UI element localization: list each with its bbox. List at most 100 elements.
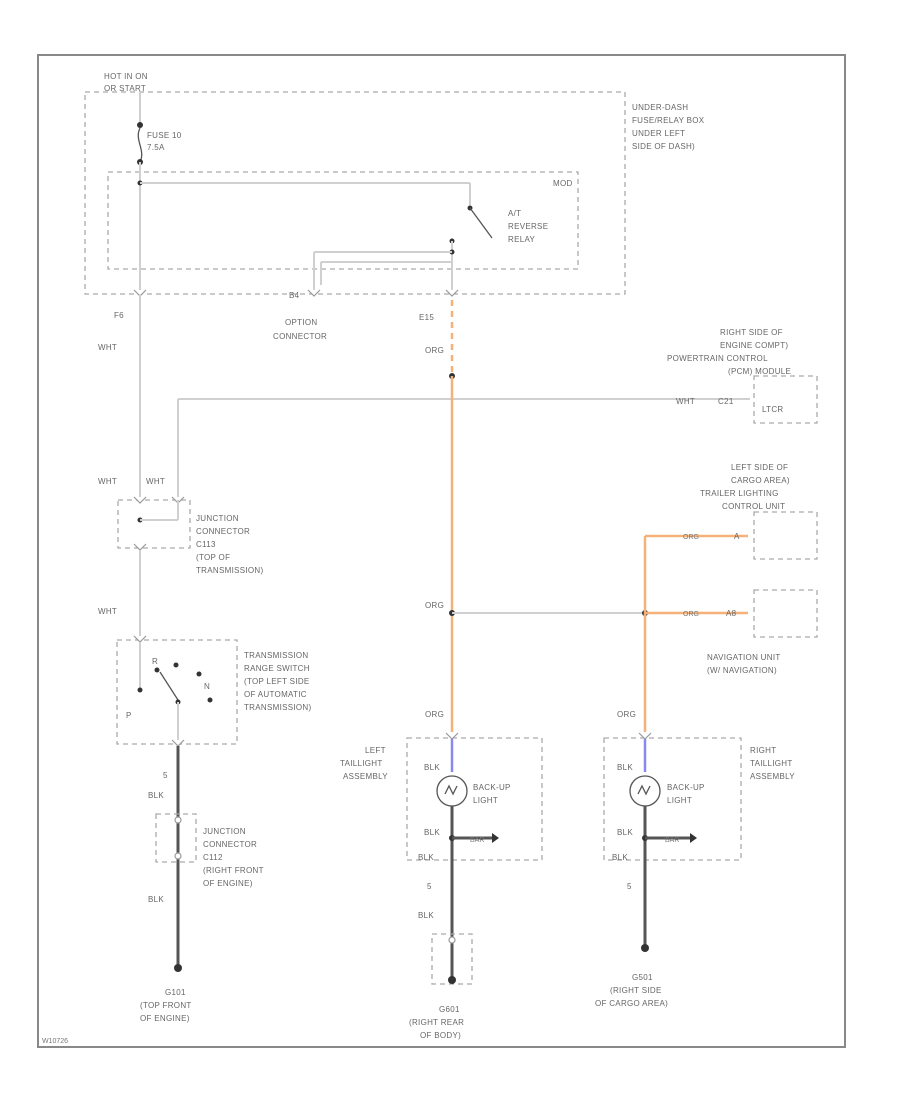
junction2-line4: (RIGHT FRONT [203, 866, 264, 875]
trans-switch-line2: RANGE SWITCH [244, 664, 310, 673]
left-taillight-line1: LEFT [365, 746, 386, 755]
relay-label-line1: A/T [508, 209, 521, 218]
ground-g601-node [448, 976, 456, 984]
right-bar-tag: BAR [665, 837, 679, 844]
junction1-line4: (TOP OF [196, 553, 230, 562]
option-connector-line1: OPTION [285, 318, 317, 327]
relay-switch-arm [469, 207, 493, 239]
nav-label-line2: (W/ NAVIGATION) [707, 666, 777, 675]
trans-contact-p [137, 687, 143, 693]
fuse-box-title-line4: SIDE OF DASH) [632, 142, 695, 151]
fuse-pin-top [137, 122, 143, 128]
left-bulb-line2: LIGHT [473, 796, 498, 805]
org-label-3: ORG [425, 710, 444, 719]
ground-g601-id: G601 [439, 1005, 460, 1014]
num-5-label-a: 5 [163, 771, 168, 780]
left-taillight-line3: ASSEMBLY [343, 772, 388, 781]
ground-g101-id: G101 [165, 988, 186, 997]
left-taillight-box [406, 737, 543, 861]
org-t1-label: ORG [683, 534, 699, 541]
junction2-line2: CONNECTOR [203, 840, 257, 849]
relay-label-line3: RELAY [508, 235, 536, 244]
left-taillight-line2: TAILLIGHT [340, 759, 383, 768]
left-bulb-filament [444, 784, 458, 796]
ground-g501-line2: OF CARGO AREA) [595, 999, 668, 1008]
right-bulb-line1: BACK-UP [667, 783, 705, 792]
trans-contact-n [196, 671, 202, 677]
trans-n-label: N [204, 682, 210, 691]
trans-switch-pin-bottom [171, 739, 185, 747]
pin-b4-marker [307, 289, 321, 297]
left-bulb-line1: BACK-UP [473, 783, 511, 792]
pcm-label-line5: LTCR [762, 405, 784, 414]
right-taillight-line3: ASSEMBLY [750, 772, 795, 781]
wht-pcm-label: WHT [676, 397, 695, 406]
c112-pin-a [174, 816, 182, 824]
right-taillight-line1: RIGHT [750, 746, 776, 755]
blk-label-2: BLK [148, 895, 164, 904]
trans-switch-line4: OF AUTOMATIC [244, 690, 307, 699]
org-t2-label: ORG [683, 611, 699, 618]
pcm-label-line2: ENGINE COMPT) [720, 341, 788, 350]
pcm-label-line3: POWERTRAIN CONTROL [667, 354, 768, 363]
trailer-label-line4: CONTROL UNIT [722, 502, 785, 511]
ground-g501-id: G501 [632, 973, 653, 982]
hot-label-line1: HOT IN ON [104, 72, 148, 81]
nav-label-line1: NAVIGATION UNIT [707, 653, 781, 662]
org-label-2: ORG [425, 601, 444, 610]
trans-contact-r [154, 667, 160, 673]
wht-label-2: WHT [98, 477, 117, 486]
ground-g501-node [641, 944, 649, 952]
blk-label-7: BLK [617, 763, 633, 772]
right-bulb-filament [637, 784, 651, 796]
left-bar-arrow-icon [492, 833, 499, 843]
pcm-label-line1: RIGHT SIDE OF [720, 328, 783, 337]
junction2-line5: OF ENGINE) [203, 879, 253, 888]
pin-e15-marker [445, 289, 459, 297]
blk-label-1: BLK [148, 791, 164, 800]
fuse-label-line2: 7.5A [147, 143, 165, 152]
junction-c113-box [117, 499, 191, 549]
pin-b4-label: B4 [289, 291, 300, 300]
trailer-box [753, 511, 818, 560]
pcm-box [753, 375, 818, 424]
fuse-box-title-line2: FUSE/RELAY BOX [632, 116, 705, 125]
trans-switch-arm [159, 671, 179, 701]
pcm-pin-label: C21 [718, 397, 734, 406]
right-taillight-line2: TAILLIGHT [750, 759, 793, 768]
num-5-label-c: 5 [627, 882, 632, 891]
diagram-code: W10726 [42, 1038, 68, 1045]
c113-pin-c [133, 543, 147, 551]
blk-label-4: BLK [424, 828, 440, 837]
trans-contact-mid [173, 662, 179, 668]
fuse-symbol [137, 127, 143, 163]
module-label: MOD [553, 179, 573, 188]
pin-e15-label: E15 [419, 313, 434, 322]
trailer-label-line2: CARGO AREA) [731, 476, 790, 485]
junction-c112-box [155, 813, 197, 863]
navigation-box [753, 589, 818, 638]
right-taillight-box [603, 737, 742, 861]
trans-p-label: P [126, 711, 132, 720]
ground-g101-line1: (TOP FRONT [140, 1001, 192, 1010]
blk-label-3: BLK [424, 763, 440, 772]
junction2-line3: C112 [203, 853, 223, 862]
c113-pin-a [133, 496, 147, 504]
wht-label-3: WHT [146, 477, 165, 486]
fuse-label-line1: FUSE 10 [147, 131, 182, 140]
junction1-line2: CONNECTOR [196, 527, 250, 536]
fuse-box-title-line1: UNDER-DASH [632, 103, 688, 112]
blk-label-6: BLK [418, 911, 434, 920]
hot-label-line2: OR START [104, 84, 146, 93]
pcm-label-line4: (PCM) MODULE [728, 367, 791, 376]
junction1-line5: TRANSMISSION) [196, 566, 263, 575]
trans-switch-pin-top [133, 635, 147, 643]
junction1-line1: JUNCTION [196, 514, 239, 523]
trans-contact-n2 [207, 697, 213, 703]
ground-g501-line1: (RIGHT SIDE [610, 986, 662, 995]
blk-label-5: BLK [418, 853, 434, 862]
org-nav-pin: A8 [726, 609, 737, 618]
option-connector-line2: CONNECTOR [273, 332, 327, 341]
trailer-label-line1: LEFT SIDE OF [731, 463, 788, 472]
right-bar-arrow-icon [690, 833, 697, 843]
